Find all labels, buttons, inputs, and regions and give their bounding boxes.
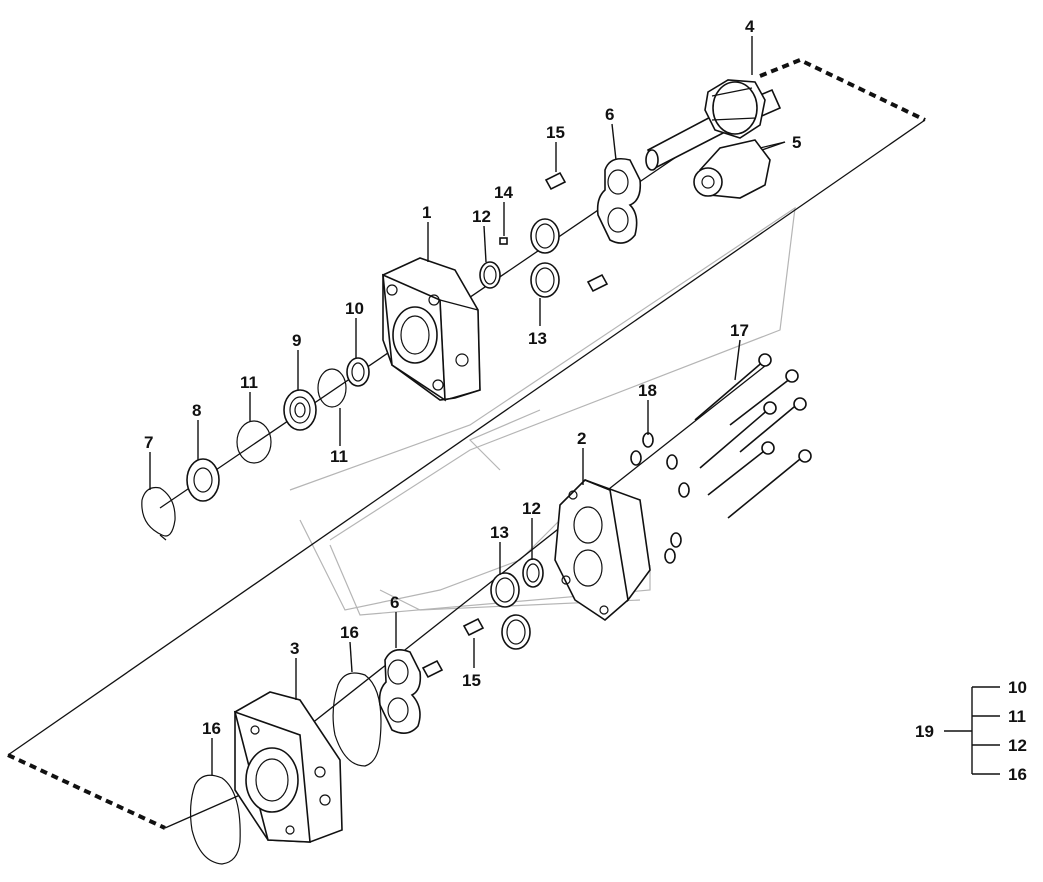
part-4-drive-shaft [645,79,782,171]
callout-5: 5 [792,133,801,152]
callout-6-upper: 6 [605,105,614,124]
kit-item: 12 [1008,736,1027,755]
callout-labels: 4 5 6 15 14 12 1 13 10 9 11 11 8 7 17 18… [144,17,801,738]
part-16-gasket-upper [332,672,382,767]
part-13-bearings-lower [490,572,531,650]
callout-15-lower: 15 [462,671,481,690]
callout-1: 1 [422,203,431,222]
part-16-gasket-lower [189,774,241,865]
callout-12-upper: 12 [472,207,491,226]
callout-14: 14 [494,183,513,202]
kit-item: 10 [1008,678,1027,697]
part-18-washers [630,432,690,564]
callout-10: 10 [345,299,364,318]
callout-2: 2 [577,429,586,448]
leader-lines [149,36,786,775]
part-15-dowel-pin-lower [421,617,485,679]
callout-16-upper: 16 [340,623,359,642]
part-17-bolts [694,353,812,519]
callout-11-left: 11 [240,373,258,392]
callout-17: 17 [730,321,749,340]
callout-13-upper: 13 [528,329,547,348]
part-6-bearing-plate-lower [378,649,422,734]
kit-item: 16 [1008,765,1027,784]
callout-11-right: 11 [330,447,348,466]
part-9-shaft-seal [283,389,317,431]
callout-12-lower: 12 [522,499,541,518]
part-14-pin [499,237,508,245]
part-6-bearing-plate-upper [596,157,642,244]
callout-18: 18 [638,381,657,400]
part-15-dowel-pin-upper [544,171,609,293]
part-13-bearings-upper [530,218,560,298]
kit-item: 11 [1008,707,1026,726]
part-11-o-ring-right [317,368,347,408]
part-11-o-ring-left [236,420,272,464]
part-3-rear-cover [233,691,343,843]
part-5-driven-gear [693,139,786,199]
part-12-seal-lower [522,558,544,588]
assembly-boundary [7,57,926,830]
part-7-retaining-ring [141,486,176,541]
callout-15-upper: 15 [546,123,565,142]
part-2-gear-body [554,479,651,622]
callout-4: 4 [745,17,755,36]
kit-legend: 19 10 11 12 16 [915,678,1027,784]
callout-9: 9 [292,331,301,350]
callout-13-lower: 13 [490,523,509,542]
callout-7: 7 [144,433,153,452]
part-1-front-cover [382,257,481,402]
callout-8: 8 [192,401,201,420]
callout-16-lower: 16 [202,719,221,738]
part-12-seal-upper [479,261,501,289]
part-8-ball-bearing [186,458,220,502]
kit-label: 19 [915,722,934,741]
part-10-seal [346,357,370,387]
callout-3: 3 [290,639,299,658]
callout-6-lower: 6 [390,593,399,612]
